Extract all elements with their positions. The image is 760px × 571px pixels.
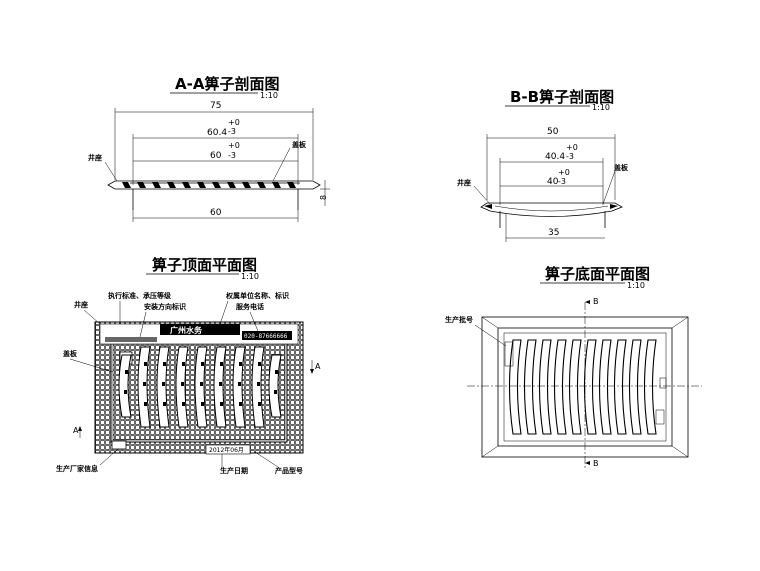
top-slot-studs (124, 362, 278, 406)
phone-plate (242, 331, 292, 340)
aa-dim-bottom: 60 (210, 208, 222, 218)
label-lot: 生产批号 (445, 315, 473, 324)
bottom-slots (508, 339, 657, 435)
bottom-plan: 箅子底面平面图 1:10 B B (445, 265, 702, 470)
top-title: 箅子顶面平面图 (152, 256, 257, 274)
bb-title: B-B箅子剖面图 (510, 88, 614, 106)
bottom-scale: 1:10 (627, 281, 645, 290)
bb-dim-middle: 40 (547, 177, 559, 187)
label-riqi: 生产日期 (220, 466, 248, 475)
brand-plate (160, 324, 240, 335)
aa-tol-minus-2: -3 (228, 151, 236, 160)
aa-section: A-A箅子剖面图 1:10 75 60.4 +0 -3 60 +0 -3 60 (88, 75, 330, 222)
aa-frame-section (107, 180, 321, 190)
marker-b-bottom: B (593, 459, 599, 468)
bottom-title: 箅子底面平面图 (545, 265, 650, 283)
bb-dim-upper: 40.4 (545, 152, 565, 162)
top-scale: 1:10 (241, 272, 259, 281)
bb-tol-minus-2: -3 (558, 177, 566, 186)
label-changjia: 生产厂家信息 (56, 464, 98, 473)
bb-tol-plus-2: +0 (558, 168, 570, 177)
label-fuwu: 服务电话 (236, 302, 264, 311)
bb-dim-bottom: 35 (548, 228, 559, 238)
bb-dim-total: 50 (547, 127, 559, 137)
bb-scale: 1:10 (592, 103, 610, 112)
bb-section: B-B箅子剖面图 1:10 50 40.4 +0 -3 40 +0 -3 35 … (457, 88, 629, 242)
date-plate (205, 444, 251, 455)
aa-side-dim: 8 (319, 195, 328, 200)
aa-scale: 1:10 (260, 91, 278, 100)
bb-frame-section (480, 202, 623, 217)
aa-tol-plus-1: +0 (228, 118, 240, 127)
bottom-lot-plate (504, 341, 514, 367)
aa-ribs (122, 182, 296, 188)
label-zhixing: 执行标准、承压等级 (108, 291, 172, 300)
marker-a-right: A (315, 362, 321, 371)
phone-plate-text: 020-87666666 (244, 333, 288, 340)
label-jingzuo: 井座 (74, 300, 88, 309)
label-anzhuang: 安装方向标识 (144, 302, 186, 311)
brand-plate-text: 广州水务 (170, 325, 203, 335)
marker-b-top: B (593, 297, 599, 306)
aa-label-gaiban: 盖板 (292, 140, 307, 149)
aa-label-jingzuo: 井座 (88, 153, 102, 162)
top-plan: 箅子顶面平面图 1:10 广州水务 020-87666666 2012年06月 (56, 256, 321, 475)
bb-label-gaiban: 盖板 (614, 163, 629, 172)
aa-dim-upper: 60.4 (207, 128, 227, 138)
aa-tol-minus-1: -3 (228, 127, 236, 136)
bb-label-jingzuo: 井座 (457, 178, 471, 187)
date-plate-text: 2012年06月 (209, 446, 244, 454)
aa-title: A-A箅子剖面图 (175, 75, 279, 93)
aa-tol-plus-2: +0 (228, 141, 240, 150)
bb-tol-minus-1: -3 (566, 152, 574, 161)
bb-tol-plus-1: +0 (566, 143, 578, 152)
label-xinghao: 产品型号 (275, 466, 303, 475)
label-quanshu: 权属单位名称、标识 (225, 291, 289, 300)
label-gaiban: 盖板 (63, 349, 78, 358)
marker-a-left: A (73, 426, 79, 435)
aa-dim-middle: 60 (210, 151, 222, 161)
aa-dim-total: 75 (210, 101, 221, 111)
top-slots (118, 346, 282, 428)
